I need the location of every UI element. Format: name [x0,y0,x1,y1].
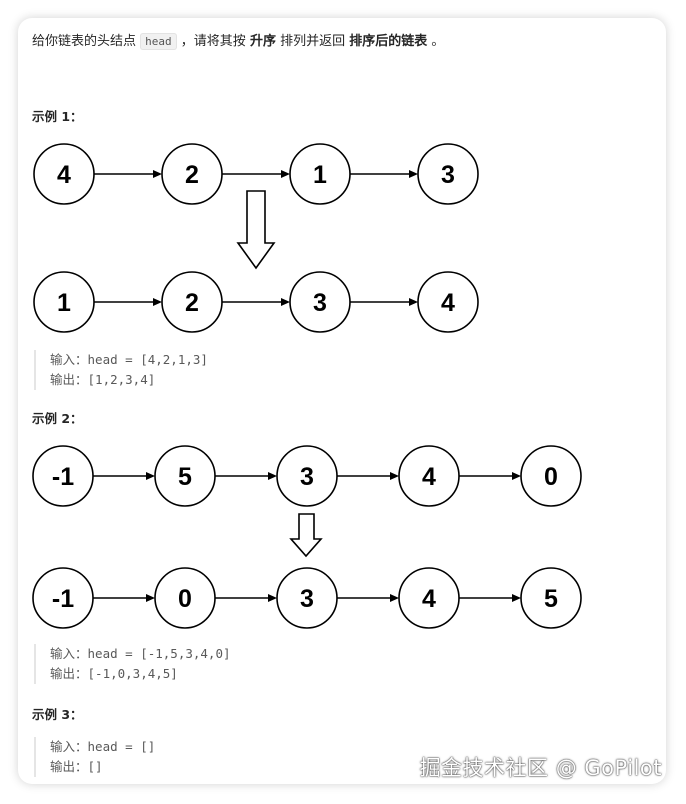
example-2-after-node [276,567,338,629]
example-1-input: head = [4,2,1,3] [87,352,208,367]
example-1-diagram: 4 2 1 3 1 2 3 4 [33,143,479,333]
example-2-before-arrowhead [512,472,521,480]
example-2-after-node-value: 5 [544,585,558,613]
example-1-after-node [417,271,479,333]
example-1-after-arrowhead [153,298,162,306]
example-2-diagram: -1 5 3 4 0 -1 0 3 4 5 [32,445,582,629]
keyword-sorted-list: 排序后的链表 [349,34,428,49]
example-2-after-arrowhead [146,594,155,602]
example-1-before-node-value: 4 [57,161,71,189]
example-2-before-arrowhead [390,472,399,480]
example-2-down-arrow [289,513,323,558]
example-2-after-arrowhead [390,594,399,602]
example-1-after-node-value: 3 [313,289,327,317]
example-1-after-node-value: 4 [441,289,455,317]
example-2-input-label: 输入： [50,646,88,661]
example-1-output: [1,2,3,4] [87,372,156,387]
example-1-after-node-value: 2 [185,289,199,317]
statement-part-2: ，请将其按 [180,34,246,49]
example-2-before-list: -1 5 3 4 0 [32,445,582,507]
example-2-after-arrowhead [268,594,277,602]
example-2-before-node-value: 3 [300,463,314,491]
example-2-output: [-1,0,3,4,5] [87,666,178,681]
example-2-after-node-value: 0 [178,585,192,613]
example-1-before-node-value: 2 [185,161,199,189]
example-2-before-node [32,445,94,507]
example-2-before-node-value: 0 [544,463,558,491]
example-2-before-node [520,445,582,507]
example-1-before-node-value: 1 [313,161,327,189]
example-2-before-arrowhead [268,472,277,480]
example-2-after-node-value: 4 [422,585,436,613]
example-1-after-arrowhead [281,298,290,306]
example-2-before-arrowhead [146,472,155,480]
statement-part-1: 给你链表的头结点 [32,34,137,49]
example-3-output: [] [87,759,103,774]
statement-part-4: 。 [431,34,445,49]
example-1-label: 示例 1： [32,109,83,124]
code-head: head [140,33,177,50]
example-2-before-node [398,445,460,507]
example-3-output-label: 输出： [50,759,88,774]
statement-part-3: 排列并返回 [280,34,346,49]
example-1-before-arrowhead [153,170,162,178]
example-2-output-label: 输出： [50,666,88,681]
example-1-input-label: 输入： [50,352,88,367]
example-2-before-node [276,445,338,507]
example-1-before-node [33,143,95,205]
example-2-after-node-value: -1 [52,585,74,613]
example-1-down-arrow [236,190,276,270]
example-2-label: 示例 2： [32,411,83,426]
example-2-io: 输入：head = [-1,5,3,4,0] 输出：[-1,0,3,4,5] [34,644,231,684]
example-2-after-list: -1 0 3 4 5 [32,567,582,629]
example-2-after-node [32,567,94,629]
example-1-after-node [289,271,351,333]
example-2-after-node [398,567,460,629]
example-2-after-node-value: 3 [300,585,314,613]
example-1-before-node-value: 3 [441,161,455,189]
example-2-after-arrowhead [512,594,521,602]
example-2-before-node-value: 4 [422,463,436,491]
example-2-input: head = [-1,5,3,4,0] [87,646,231,661]
example-3-input: head = [] [87,739,156,754]
example-1-before-node [417,143,479,205]
problem-card: 给你链表的头结点 head ，请将其按 升序 排列并返回 排序后的链表 。 示例… [18,18,666,784]
example-2-after-node [154,567,216,629]
example-1-after-node-value: 1 [57,289,71,317]
example-1-after-node [161,271,223,333]
example-1-after-arrowhead [409,298,418,306]
problem-statement: 给你链表的头结点 head ，请将其按 升序 排列并返回 排序后的链表 。 [32,30,652,54]
example-3-io: 输入：head = [] 输出：[] [34,737,155,777]
example-1-before-list: 4 2 1 3 [33,143,479,205]
example-1-after-node [33,271,95,333]
example-1-before-node [289,143,351,205]
example-2-before-node-value: 5 [178,463,192,491]
example-1-output-label: 输出： [50,372,88,387]
example-1-before-arrowhead [281,170,290,178]
example-2-before-node [154,445,216,507]
example-3-input-label: 输入： [50,739,88,754]
keyword-ascending: 升序 [249,34,276,49]
example-2-after-node [520,567,582,629]
example-1-before-arrowhead [409,170,418,178]
example-1-after-list: 1 2 3 4 [33,271,479,333]
example-1-before-node [161,143,223,205]
example-3-label: 示例 3： [32,707,83,722]
example-2-before-node-value: -1 [52,463,74,491]
watermark: 掘金技术社区 @ GoPilot [419,756,662,780]
example-1-io: 输入：head = [4,2,1,3] 输出：[1,2,3,4] [34,350,208,390]
